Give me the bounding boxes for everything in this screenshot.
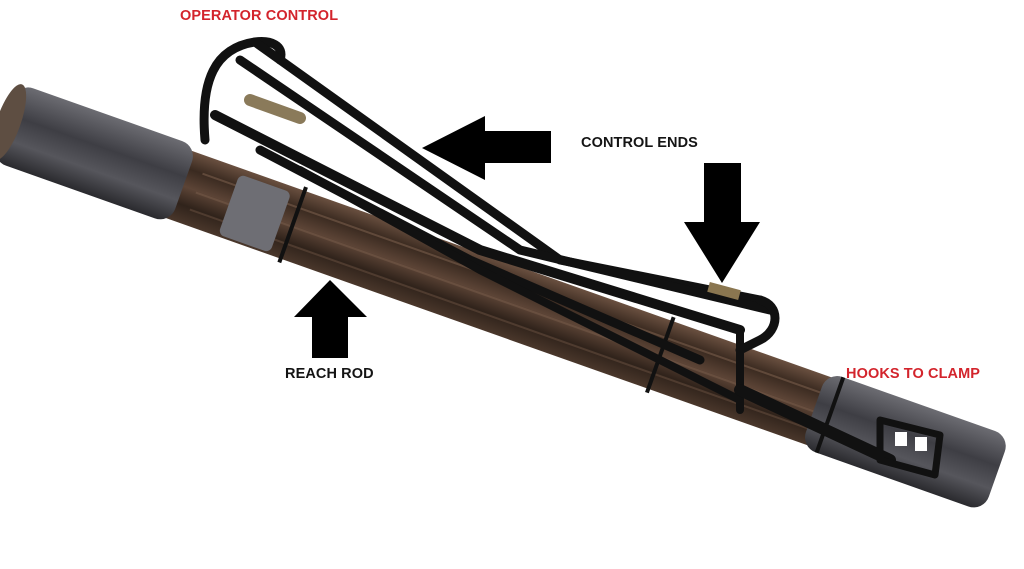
arrow-left-icon [422,116,551,180]
label-control-ends: CONTROL ENDS [581,135,698,151]
arrow-up-icon [294,280,367,358]
arrow-down-icon [684,163,760,283]
control-end-fitting [707,282,741,300]
label-operator-control: OPERATOR CONTROL [180,8,339,24]
operator-control-frame [199,37,944,479]
label-hooks-to-clamp: HOOKS TO CLAMP [846,366,981,382]
label-reach-rod: REACH ROD [285,366,374,382]
